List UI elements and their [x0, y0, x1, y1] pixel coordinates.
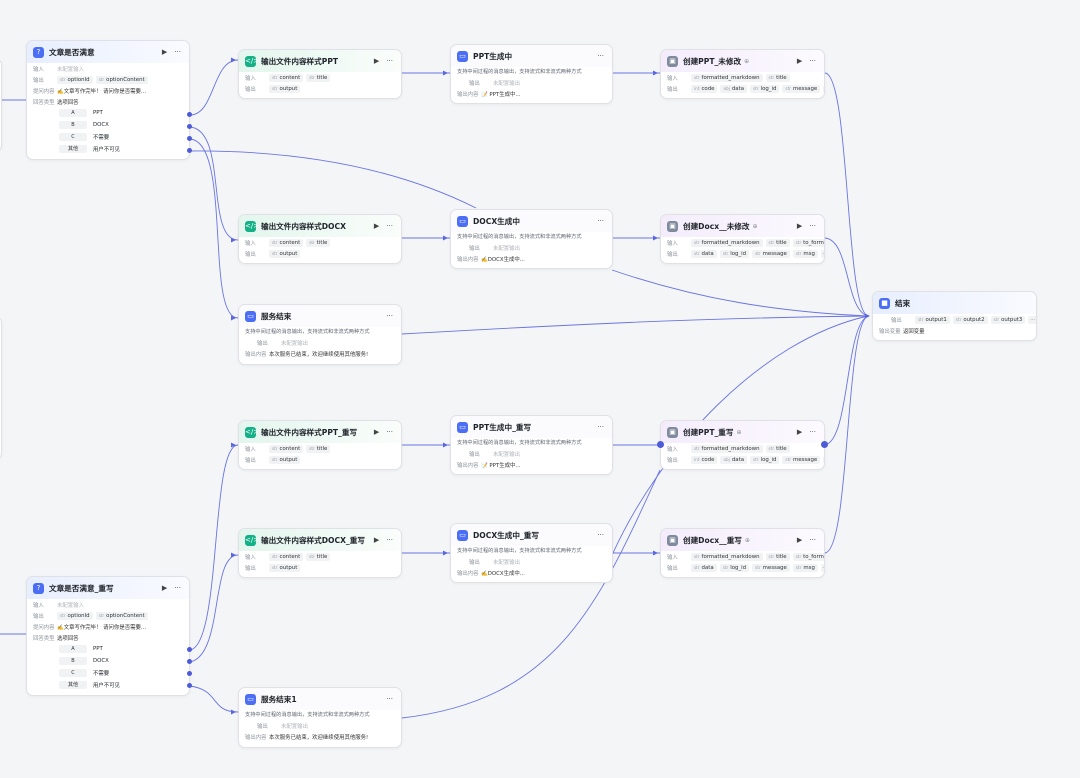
port-b[interactable]: [187, 659, 192, 664]
more-outputs[interactable]: ···: [820, 563, 824, 572]
port-c[interactable]: [187, 671, 192, 676]
more-icon[interactable]: ···: [386, 312, 393, 320]
more-icon[interactable]: ···: [597, 531, 604, 539]
more-icon[interactable]: ···: [386, 428, 393, 436]
more-icon[interactable]: ···: [809, 536, 816, 544]
info-icon: ⊕: [744, 536, 750, 544]
node-title: 文章是否满意_重写: [49, 583, 114, 593]
end-icon: ■: [879, 297, 890, 309]
more-outputs[interactable]: ···: [823, 84, 824, 93]
port-other[interactable]: [187, 683, 192, 688]
more-icon[interactable]: ···: [386, 695, 393, 703]
port-c[interactable]: [187, 136, 192, 141]
plugin-icon: ▣: [667, 220, 678, 232]
play-icon[interactable]: ▶: [796, 57, 803, 65]
node-title: 文章是否满意: [49, 47, 95, 57]
port-other[interactable]: [187, 148, 192, 153]
code-icon: </>: [245, 426, 260, 438]
option-row: 其他用户不可见: [27, 143, 189, 155]
port-a[interactable]: [187, 112, 192, 117]
play-icon[interactable]: ▶: [161, 584, 168, 592]
node-service-end-1[interactable]: ▭服务结束1 ··· 支持中间过程的消息输出，支持流式和非流式两种方式 输出未配…: [238, 687, 402, 748]
more-icon[interactable]: ···: [597, 52, 604, 60]
more-icon[interactable]: ···: [809, 222, 816, 230]
plugin-icon: ▣: [667, 426, 678, 438]
node-ppt-generating[interactable]: ▭PPT生成中 ··· 支持中间过程的消息输出，支持流式和非流式两种方式 输出未…: [450, 44, 613, 104]
more-icon[interactable]: ···: [597, 217, 604, 225]
more-icon[interactable]: ···: [386, 536, 393, 544]
node-service-end[interactable]: ▭服务结束 ··· 支持中间过程的消息输出，支持流式和非流式两种方式 输出未配置…: [238, 304, 402, 365]
message-icon: ▭: [245, 693, 256, 705]
play-icon[interactable]: ▶: [373, 536, 380, 544]
code-icon: </>: [245, 220, 260, 232]
partial-node-left-top: [0, 60, 2, 150]
option-row: 其他用户不可见: [27, 679, 189, 691]
port-create-ppt-rewrite-in[interactable]: [657, 441, 664, 448]
more-icon[interactable]: ···: [386, 222, 393, 230]
more-icon[interactable]: ···: [174, 584, 181, 592]
more-outputs[interactable]: ···: [1028, 315, 1036, 324]
node-docx-generating-rewrite[interactable]: ▭DOCX生成中_重写 ··· 支持中间过程的消息输出，支持流式和非流式两种方式…: [450, 523, 613, 583]
message-icon: ▭: [457, 50, 468, 62]
message-icon: ▭: [245, 310, 256, 322]
more-icon[interactable]: ···: [809, 428, 816, 436]
play-icon[interactable]: ▶: [161, 48, 168, 56]
node-docx-generating[interactable]: ▭DOCX生成中 ··· 支持中间过程的消息输出，支持流式和非流式两种方式 输出…: [450, 209, 613, 269]
play-icon[interactable]: ▶: [796, 428, 803, 436]
info-icon: ⊕: [744, 57, 750, 65]
more-icon[interactable]: ···: [386, 57, 393, 65]
port-b[interactable]: [187, 124, 192, 129]
play-icon[interactable]: ▶: [796, 536, 803, 544]
message-icon: ▭: [457, 529, 468, 541]
port-a[interactable]: [187, 647, 192, 652]
info-icon: ⊕: [736, 428, 742, 436]
play-icon[interactable]: ▶: [373, 428, 380, 436]
question-icon: ?: [33, 46, 44, 58]
question-icon: ?: [33, 582, 44, 594]
play-icon[interactable]: ▶: [373, 57, 380, 65]
code-icon: </>: [245, 55, 260, 67]
more-outputs[interactable]: ···: [820, 249, 824, 258]
partial-node-left-mid: [0, 318, 2, 458]
node-ppt-generating-rewrite[interactable]: ▭PPT生成中_重写 ··· 支持中间过程的消息输出，支持流式和非流式两种方式 …: [450, 415, 613, 475]
play-icon[interactable]: ▶: [796, 222, 803, 230]
plugin-icon: ▣: [667, 534, 678, 546]
more-icon[interactable]: ···: [597, 423, 604, 431]
more-icon[interactable]: ···: [809, 57, 816, 65]
play-icon[interactable]: ▶: [373, 222, 380, 230]
more-icon[interactable]: ···: [174, 48, 181, 56]
message-icon: ▭: [457, 215, 468, 227]
info-icon: ⊕: [752, 222, 758, 230]
plugin-icon: ▣: [667, 55, 678, 67]
port-create-ppt-rewrite-out[interactable]: [821, 441, 828, 448]
more-outputs[interactable]: ···: [823, 455, 824, 464]
message-icon: ▭: [457, 421, 468, 433]
code-icon: </>: [245, 534, 260, 546]
